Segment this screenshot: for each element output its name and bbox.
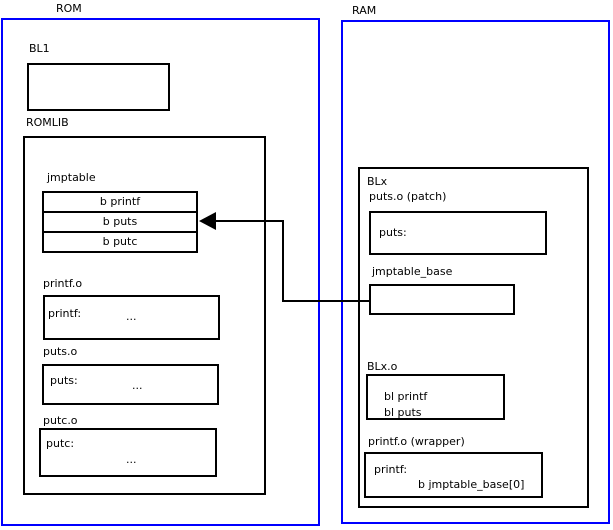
puts-patch-box: puts:: [369, 211, 547, 255]
putc-o-box: putc: ...: [39, 428, 217, 477]
puts-symbol: puts:: [50, 374, 78, 387]
puts-patch-label: puts.o (patch): [369, 190, 447, 203]
printf-symbol: printf:: [48, 307, 82, 320]
blx-o-line1: bl printf: [384, 390, 428, 403]
jmptable-box: b printf b puts b putc: [42, 191, 198, 253]
printf-wrapper-symbol: printf:: [374, 463, 408, 476]
jmptable-row-printf: b printf: [42, 191, 198, 213]
printf-wrapper-box: printf: b jmptable_base[0]: [364, 452, 543, 498]
putc-symbol: putc:: [46, 437, 75, 450]
puts-o-box: puts: ...: [42, 364, 219, 405]
puts-patch-symbol: puts:: [379, 226, 407, 239]
putc-ellipsis: ...: [126, 453, 137, 466]
blx-box: [358, 167, 589, 508]
putc-o-label: putc.o: [43, 414, 78, 427]
blx-o-line2: bl puts: [384, 406, 422, 419]
jmptable-base-label: jmptable_base: [372, 265, 453, 278]
puts-o-label: puts.o: [43, 345, 78, 358]
romlib-box: [23, 136, 266, 495]
printf-ellipsis: ...: [126, 310, 137, 323]
printf-o-label: printf.o: [43, 277, 83, 290]
jmptable-base-box: [369, 284, 515, 315]
romlib-label: ROMLIB: [26, 116, 69, 129]
bl1-label: BL1: [29, 42, 50, 55]
blx-o-label: BLx.o: [367, 360, 398, 373]
jmptable-label: jmptable: [47, 171, 96, 184]
ram-region-label: RAM: [352, 4, 377, 17]
rom-region-label: ROM: [56, 2, 82, 15]
jmptable-row-puts: b puts: [42, 211, 198, 233]
printf-wrapper-label: printf.o (wrapper): [368, 435, 465, 448]
blx-label: BLx: [367, 175, 388, 188]
blx-o-box: bl printf bl puts: [366, 374, 505, 420]
jmptable-row-putc: b putc: [42, 231, 198, 253]
puts-ellipsis: ...: [132, 379, 143, 392]
bl1-box: [27, 63, 170, 111]
printf-wrapper-body: b jmptable_base[0]: [418, 478, 525, 491]
printf-o-box: printf: ...: [43, 295, 220, 340]
